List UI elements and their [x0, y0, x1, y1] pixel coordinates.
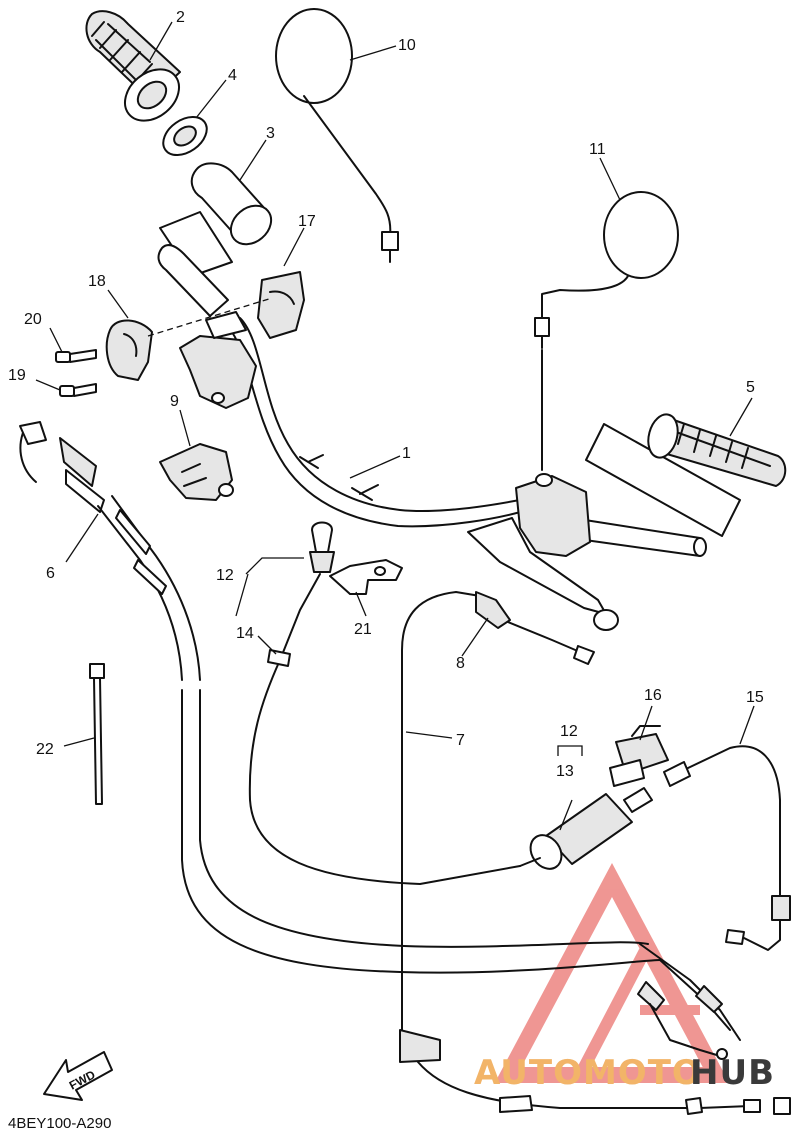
grip-washer: [162, 115, 208, 157]
callout-16: 16: [644, 687, 662, 704]
leader-lines: [35, 21, 755, 831]
callout-22: 22: [36, 741, 54, 758]
brake-master-cylinder: [467, 473, 619, 631]
watermark-part1: AUTOMOTO: [474, 1053, 702, 1093]
switch-housing-upper: [257, 271, 305, 339]
switch-housing-lower: [105, 319, 153, 381]
callout-12b: 12: [560, 723, 578, 740]
callout-13: 13: [556, 763, 574, 780]
watermark-text: AUTOMOTO HUB: [474, 1053, 775, 1093]
left-grip: [85, 10, 181, 122]
callout-9: 9: [170, 393, 179, 410]
diagram-code: 4BEY100-A290: [8, 1115, 111, 1132]
callout-18: 18: [88, 273, 106, 290]
callout-labels: 1 2 3 4 5 6 7 8 9 10 11 12 12 13 14 15 1…: [8, 9, 764, 780]
callout-4: 4: [228, 67, 237, 84]
mirror-right: [534, 191, 679, 349]
wire-harness: [499, 943, 791, 1115]
callout-15: 15: [746, 689, 764, 706]
choke-knob-cable: [248, 521, 521, 885]
callout-10: 10: [398, 37, 416, 54]
clutch-cable: [399, 591, 751, 1109]
callout-5: 5: [746, 379, 755, 396]
throttle-tube-bar: [157, 244, 229, 317]
callout-8: 8: [456, 655, 465, 672]
callout-2: 2: [176, 9, 185, 26]
callout-21: 21: [354, 621, 372, 638]
screw-19: [59, 383, 97, 397]
cable-tie: [89, 663, 105, 805]
clutch-lever-holder: [159, 443, 234, 501]
callout-14: 14: [236, 625, 254, 642]
callout-1: 1: [402, 445, 411, 462]
mirror-left: [275, 8, 399, 263]
lead-wire: [663, 745, 791, 951]
fwd-arrow: FWD: [43, 1051, 113, 1101]
handlebar: [231, 317, 707, 557]
callout-3: 3: [266, 125, 275, 142]
right-grip: [585, 413, 787, 537]
cable-bracket: [329, 559, 403, 595]
callout-20: 20: [24, 311, 42, 328]
left-switch-assembly: [179, 311, 257, 409]
callout-17: 17: [298, 213, 316, 230]
callout-12a: 12: [216, 567, 234, 584]
callout-19: 19: [8, 367, 26, 384]
watermark-part2: HUB: [690, 1053, 775, 1093]
throttle-cable: [19, 421, 201, 681]
choke-plunger: [519, 787, 653, 870]
starter-switch-clip: [609, 725, 669, 787]
callout-6: 6: [46, 565, 55, 582]
screw-20: [55, 349, 97, 363]
callout-7: 7: [456, 732, 465, 749]
callout-11: 11: [589, 141, 606, 158]
